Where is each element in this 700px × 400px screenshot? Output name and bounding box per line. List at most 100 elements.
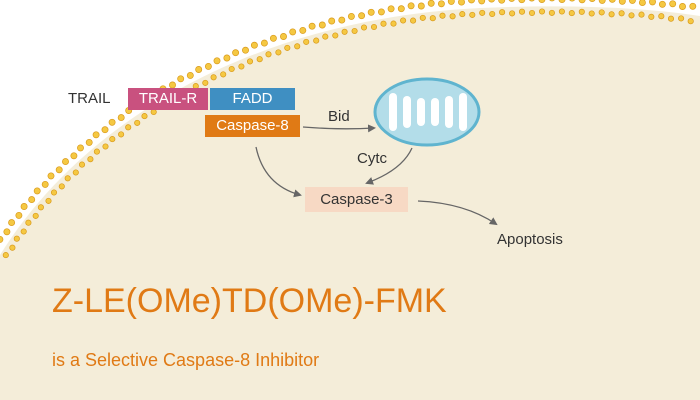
lipid-head-dot: [0, 235, 4, 243]
lipid-head-dot: [578, 0, 586, 4]
trail-r-box: TRAIL-R: [128, 88, 208, 110]
lipid-head-dot: [37, 204, 44, 211]
lipid-head-dot: [25, 219, 32, 226]
lipid-head-dot: [618, 0, 626, 5]
lipid-head-dot: [202, 79, 209, 86]
lipid-head-dot: [108, 118, 116, 126]
lipid-head-dot: [649, 0, 656, 6]
lipid-head-dot: [2, 252, 9, 259]
lipid-head-dot: [358, 12, 366, 20]
lipid-head-dot: [102, 143, 109, 150]
lipid-head-dot: [397, 5, 405, 13]
mitochondrion-crista: [403, 96, 411, 128]
lipid-head-dot: [509, 10, 516, 17]
lipid-head-dot: [569, 0, 575, 2]
mitochondrion-crista: [445, 96, 453, 128]
lipid-head-dot: [528, 9, 536, 17]
lipid-head-dot: [303, 38, 310, 45]
lipid-head-dot: [141, 113, 148, 120]
mitochondrion-crista: [417, 98, 425, 126]
lipid-head-dot: [45, 197, 52, 204]
lipid-head-dot: [213, 57, 221, 65]
lipid-head-dot: [242, 46, 249, 54]
mitochondrion-icon: [373, 77, 481, 147]
lipid-head-dot: [332, 32, 339, 39]
lipid-head-dot: [578, 8, 585, 15]
lipid-head-dot: [437, 0, 445, 8]
lipid-head-dot: [367, 8, 375, 16]
lipid-head-dot: [33, 187, 41, 195]
lipid-head-dot: [498, 0, 506, 4]
lipid-head-dot: [269, 34, 277, 42]
lipid-head-dot: [77, 144, 84, 152]
lipid-head-dot: [20, 228, 27, 235]
lipid-head-dot: [318, 21, 326, 29]
lipid-head-dot: [658, 13, 665, 20]
trail-label: TRAIL: [68, 90, 111, 107]
lipid-head-dot: [558, 8, 565, 15]
lipid-head-dot: [177, 75, 185, 83]
lipid-head-dot: [9, 244, 16, 251]
lipid-head-dot: [125, 124, 132, 131]
lipid-head-dot: [265, 51, 272, 58]
arrow-caspase3-to-apoptosis: [417, 200, 498, 226]
lipid-head-dot: [322, 33, 329, 40]
lipid-head-dot: [628, 12, 635, 19]
lipid-head-dot: [387, 5, 395, 13]
lipid-head-dot: [538, 8, 546, 15]
lipid-head-dot: [238, 63, 245, 70]
lipid-head-dot: [459, 11, 466, 18]
lipid-head-dot: [20, 203, 28, 210]
lipid-head-dot: [429, 15, 436, 22]
lipid-head-dot: [260, 39, 268, 47]
lipid-head-dot: [55, 166, 63, 174]
lipid-head-dot: [488, 0, 495, 3]
lipid-head-dot: [150, 108, 157, 116]
lipid-head-dot: [390, 20, 397, 27]
lipid-head-dot: [72, 169, 79, 176]
lipid-head-dot: [678, 15, 685, 22]
lipid-head-dot: [667, 15, 675, 22]
lipid-head-dot: [85, 138, 93, 146]
lipid-head-dot: [518, 0, 526, 4]
lipid-head-dot: [92, 131, 100, 139]
lipid-head-dot: [101, 126, 109, 134]
lipid-head-dot: [284, 44, 291, 51]
lipid-head-dot: [417, 2, 425, 10]
lipid-head-dot: [246, 58, 254, 65]
lipid-head-dot: [679, 3, 686, 10]
lipid-head-dot: [117, 114, 125, 122]
lipid-head-dot: [598, 9, 605, 16]
lipid-head-dot: [400, 17, 407, 24]
lipid-head-dot: [658, 0, 666, 8]
lipid-head-dot: [628, 0, 636, 4]
lipid-head-dot: [588, 10, 595, 17]
lipid-head-dot: [70, 152, 78, 160]
lipid-head-dot: [64, 175, 71, 182]
lipid-head-dot: [608, 0, 616, 3]
lipid-head-dot: [589, 0, 596, 2]
lipid-head-dot: [299, 26, 307, 34]
lipid-head-dot: [458, 0, 465, 6]
lipid-head-dot: [109, 136, 116, 143]
arrow-caspase8-to-bid: [302, 124, 376, 133]
lipid-head-dot: [28, 196, 36, 204]
lipid-head-dot: [313, 37, 320, 44]
lipid-head-dot: [93, 148, 100, 155]
lipid-head-dot: [294, 43, 301, 50]
lipid-head-dot: [195, 66, 203, 73]
lipid-head-dot: [232, 49, 240, 57]
lipid-head-dot: [41, 180, 49, 188]
lipid-head-dot: [328, 17, 336, 25]
mitochondrion-crista: [389, 93, 397, 131]
lipid-head-dot: [608, 11, 615, 18]
lipid-head-dot: [499, 9, 506, 16]
lipid-head-dot: [50, 189, 58, 196]
lipid-head-dot: [469, 11, 476, 18]
lipid-head-dot: [648, 13, 655, 20]
lipid-head-dot: [528, 0, 535, 2]
lipid-head-dot: [419, 14, 426, 21]
lipid-head-dot: [538, 0, 546, 3]
lipid-head-dot: [377, 8, 385, 16]
lipid-head-dot: [598, 0, 606, 4]
